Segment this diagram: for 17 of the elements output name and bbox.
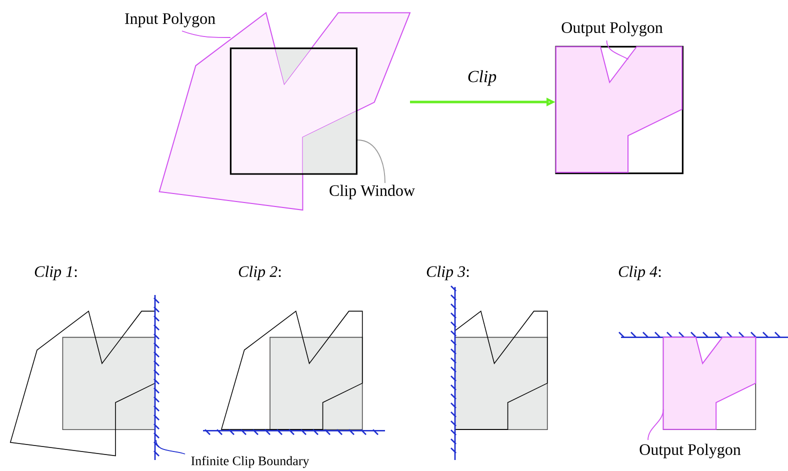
output-polygon	[662, 336, 756, 430]
window-label: Clip Window	[330, 184, 415, 200]
step-heading: Clip 4:	[618, 266, 661, 280]
clip-boundary	[153, 294, 160, 461]
leader-line	[182, 30, 231, 38]
step-heading: Clip 1:	[34, 266, 77, 280]
step-heading: Clip 3:	[426, 266, 469, 280]
leader-line	[357, 140, 386, 184]
polygon-label: Output Polygon	[640, 444, 741, 458]
output-polygon	[556, 46, 682, 173]
edge-label: Clip	[468, 70, 496, 86]
leader-line	[156, 440, 186, 454]
boundary-label: Infinite Clip Boundary	[191, 456, 310, 468]
polygon-label: Output Polygon	[562, 22, 663, 36]
step-heading: Clip 2:	[238, 266, 281, 280]
polygon-label: Input Polygon	[125, 12, 216, 28]
leader-line	[648, 408, 664, 440]
